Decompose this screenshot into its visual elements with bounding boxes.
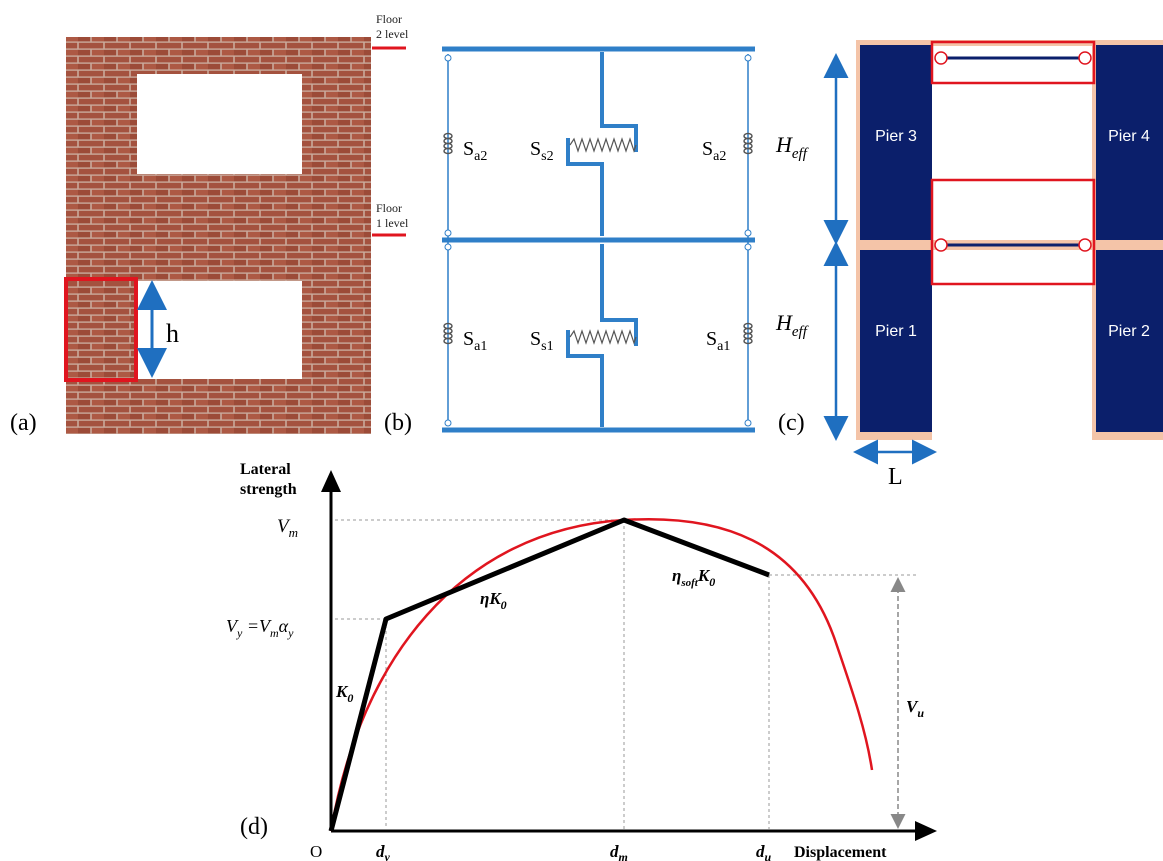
panel-d: Lateral strength Displacement O Vm Vy =V…: [226, 461, 937, 861]
y-axis-title-line2: strength: [240, 481, 297, 498]
y-axis-arrowhead: [321, 470, 341, 492]
label-spring-s1: Ss1: [530, 328, 554, 354]
panel-a: h Floor 2 level Floor 1 level (a): [10, 12, 409, 436]
floor2-label-line1: Floor: [376, 12, 402, 26]
x-axis-arrowhead: [915, 821, 937, 841]
floor1-label-line2: 1 level: [376, 216, 409, 230]
link-hinge: [935, 52, 947, 64]
tick-label-du: du: [756, 842, 772, 861]
link-hinge: [935, 239, 947, 251]
x-axis-title: Displacement: [794, 844, 887, 861]
opening-lower: [932, 250, 1092, 440]
link-hinge: [1079, 239, 1091, 251]
pier-3-label: Pier 3: [875, 128, 917, 145]
y-axis-title-line1: Lateral: [240, 461, 291, 478]
panel-a-tag: (a): [10, 410, 37, 436]
hinge: [745, 230, 751, 236]
hinge: [445, 55, 451, 61]
panel-c-tag: (c): [778, 410, 805, 436]
label-spring-s2: Ss2: [530, 138, 554, 164]
height-label: h: [166, 319, 179, 348]
pier-1: [860, 250, 932, 432]
label-vm: Vm: [277, 516, 298, 540]
link-hinge: [1079, 52, 1091, 64]
label-vy: Vy =Vmαy: [226, 616, 294, 640]
panel-b-tag: (b): [384, 410, 412, 436]
hinge: [745, 420, 751, 426]
pier-2: [1096, 250, 1163, 432]
panel-b: Sa2 Ss2 Sa2 Sa1 Ss1 Sa1 (b) Heff Heff: [384, 49, 836, 436]
window-lower: [137, 281, 302, 379]
panel-d-tag: (d): [240, 814, 268, 840]
label-spring-a1-left: Sa1: [463, 328, 487, 354]
label-k0: K0: [335, 682, 353, 705]
label-eta-soft-k0: ηsoftK0: [672, 566, 715, 589]
floor1-label-line1: Floor: [376, 201, 402, 215]
label-heff-top: Heff: [775, 132, 809, 162]
pier-1-label: Pier 1: [875, 323, 917, 340]
pier-2-label: Pier 2: [1108, 323, 1150, 340]
label-spring-a2-right: Sa2: [702, 138, 726, 164]
hinge: [745, 55, 751, 61]
tick-label-dm: dm: [610, 842, 628, 861]
capacity-curve: [331, 519, 872, 831]
tick-label-dy: dy: [376, 842, 391, 861]
opening-upper: [932, 46, 1092, 240]
label-vu: Vu: [906, 697, 924, 720]
origin-label: O: [310, 842, 322, 861]
hinge: [745, 244, 751, 250]
label-spring-a1-right: Sa1: [706, 328, 730, 354]
shear-spring-top: [568, 52, 636, 236]
shear-spring-bottom: [568, 244, 636, 427]
hinge: [445, 230, 451, 236]
hinge: [445, 420, 451, 426]
label-spring-a2-left: Sa2: [463, 138, 487, 164]
guide-lines: [335, 520, 916, 829]
pier-4-label: Pier 4: [1108, 128, 1150, 145]
hinge: [445, 244, 451, 250]
floor2-label-line2: 2 level: [376, 27, 409, 41]
window-upper: [137, 74, 302, 174]
label-eta-k0: ηK0: [480, 589, 507, 612]
length-label: L: [888, 464, 903, 490]
label-heff-bottom: Heff: [775, 310, 809, 340]
